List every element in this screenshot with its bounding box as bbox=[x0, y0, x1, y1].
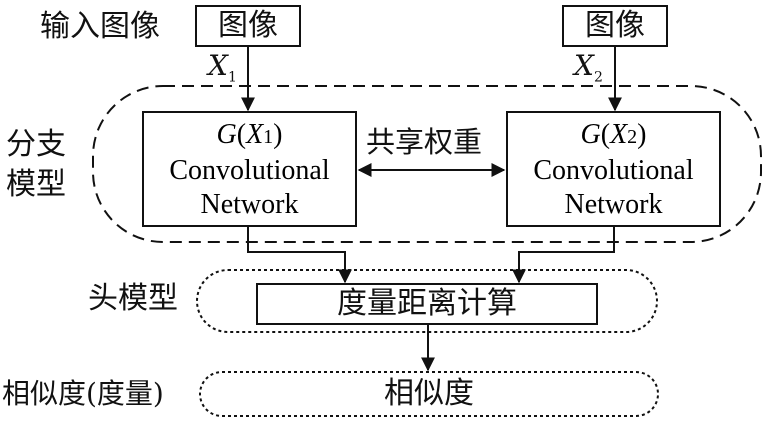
similarity-metric-label: 相似度(度量) bbox=[2, 377, 164, 410]
input-image-label: 输入图像 bbox=[40, 9, 160, 44]
left-network-line2: Convolutional bbox=[169, 155, 330, 186]
similarity-container bbox=[199, 371, 659, 417]
right-network-text: G(X2) Convolutional Network bbox=[507, 118, 720, 222]
head-model-container bbox=[196, 269, 658, 333]
left-network-text: G(X1) Convolutional Network bbox=[143, 118, 356, 222]
connector-right-to-metric bbox=[512, 226, 615, 284]
shared-weights-label: 共享权重 bbox=[366, 125, 483, 159]
x2-label: X2 bbox=[574, 49, 603, 86]
head-model-label: 头模型 bbox=[88, 281, 178, 316]
right-network-line3: Network bbox=[564, 189, 663, 220]
connector-left-to-metric bbox=[247, 226, 352, 284]
branch-label-line1: 分支 bbox=[6, 127, 66, 162]
image-box-left-text: 图像 bbox=[218, 8, 278, 43]
right-network-line2: Convolutional bbox=[533, 155, 694, 186]
image-box-right-text: 图像 bbox=[585, 8, 645, 43]
left-network-line3: Network bbox=[200, 189, 299, 220]
right-network-func: G(X2) bbox=[580, 119, 647, 150]
metric-box-text: 度量距离计算 bbox=[337, 286, 517, 321]
x1-label: X1 bbox=[208, 49, 237, 86]
similarity-box-text: 相似度 bbox=[384, 376, 474, 411]
branch-label-line2: 模型 bbox=[6, 167, 66, 202]
branch-model-container bbox=[92, 85, 762, 243]
left-network-func: G(X1) bbox=[216, 119, 283, 150]
left-network-box bbox=[142, 111, 357, 227]
